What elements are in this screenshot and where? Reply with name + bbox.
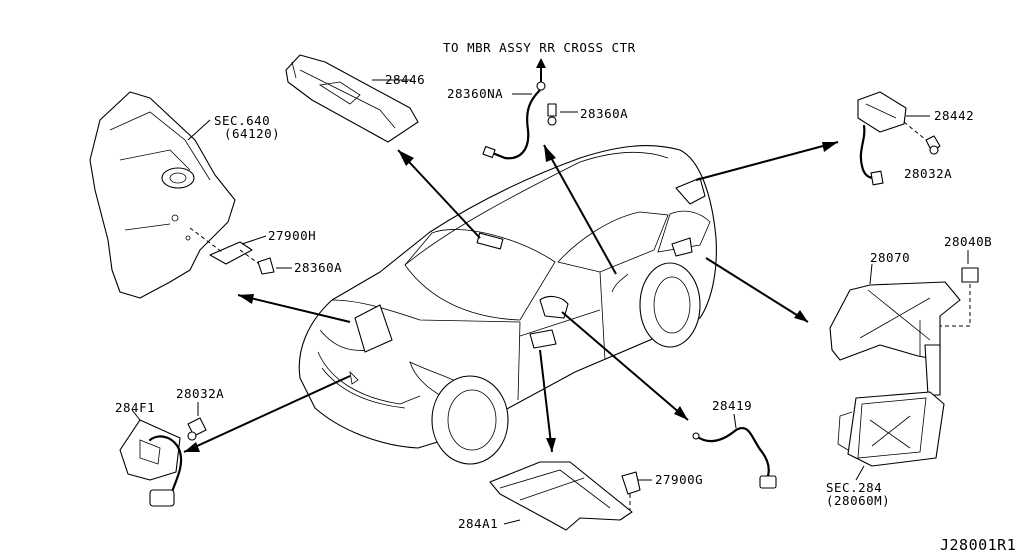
bracket-27900h bbox=[189, 227, 275, 275]
label-28419: 28419 bbox=[712, 398, 752, 413]
label-28446: 28446 bbox=[385, 72, 425, 87]
title-ref-label: TO MBR ASSY RR CROSS CTR bbox=[443, 40, 636, 55]
label-28360a-top: 28360A bbox=[580, 106, 628, 121]
cable-28360na bbox=[482, 81, 557, 160]
label-28360na: 28360NA bbox=[447, 86, 503, 101]
label-sec284: SEC.284 bbox=[826, 480, 882, 495]
pointer-arrows bbox=[183, 58, 839, 453]
cable-28419 bbox=[692, 427, 777, 489]
bracket-28070 bbox=[829, 267, 979, 396]
part-28442 bbox=[857, 91, 941, 186]
part-284f1 bbox=[119, 417, 207, 507]
label-28442: 28442 bbox=[934, 108, 974, 123]
label-27900h: 27900H bbox=[268, 228, 316, 243]
label-64120: (64120) bbox=[224, 126, 280, 141]
ecu-sec284 bbox=[837, 391, 945, 467]
label-28070: 28070 bbox=[870, 250, 910, 265]
bracket-28446 bbox=[285, 54, 419, 143]
label-28032a-left: 28032A bbox=[176, 386, 224, 401]
bracket-284a1 bbox=[489, 461, 641, 531]
label-28032a-right: 28032A bbox=[904, 166, 952, 181]
label-sec640: SEC.640 bbox=[214, 113, 270, 128]
label-27900g: 27900G bbox=[655, 472, 703, 487]
labels: TO MBR ASSY RR CROSS CTR 28446 28360NA 2… bbox=[115, 40, 1016, 554]
label-28360a-left: 28360A bbox=[294, 260, 342, 275]
vehicle-illustration bbox=[298, 145, 717, 465]
label-28040b: 28040B bbox=[944, 234, 992, 249]
diagram-id: J28001R1 bbox=[940, 536, 1016, 554]
label-284a1: 284A1 bbox=[458, 516, 498, 531]
label-28060m: (28060M) bbox=[826, 493, 890, 508]
label-284f1: 284F1 bbox=[115, 400, 155, 415]
panel-sec640 bbox=[89, 91, 236, 299]
